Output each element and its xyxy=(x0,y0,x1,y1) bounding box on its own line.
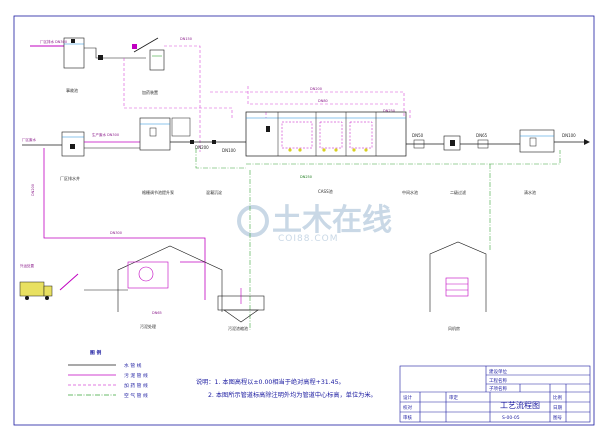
label-coagulation: 混凝沉淀 xyxy=(206,189,222,195)
tb-cell-date: 日期 xyxy=(553,405,562,411)
label-blower: 风机房 xyxy=(448,325,460,331)
label-dn-top: DN150 xyxy=(180,37,192,41)
label-air-dn: DN250 xyxy=(300,175,312,179)
watermark-sub: COI88.COM xyxy=(278,234,338,244)
truck-icon xyxy=(19,281,45,297)
air-line xyxy=(195,148,561,330)
title-block-text: 建设单位 工程名称 子项名称 设计 校对 审核 审定 比例 日期 图号 工艺流程… xyxy=(403,368,562,421)
label-cass: CASS池 xyxy=(318,188,333,194)
label-drain-well: 厂区排水井 xyxy=(60,175,80,181)
tb-cell-approve: 审定 xyxy=(449,394,458,401)
sludge-treatment: 外运处置 污泥处理 DN65 xyxy=(19,245,223,329)
label-dn-sludge-3: DN65 xyxy=(152,311,162,315)
tb-cell-scale: 比例 xyxy=(553,394,562,401)
tb-cell-design: 设计 xyxy=(403,394,412,401)
label-filtration: 二级过滤 xyxy=(450,189,466,195)
tb-cell-no: 图号 xyxy=(553,415,562,421)
title-block xyxy=(399,365,591,423)
accident-pool: 事故池 厂区排水 DN300 xyxy=(30,37,146,93)
label-dn-coag: DN200 xyxy=(195,145,209,150)
label-dn-dosing-3: DN250 xyxy=(383,109,395,113)
legend-label-dosing: 加 药 管 线 xyxy=(124,382,148,389)
tb-row-1: 建设单位 xyxy=(489,368,507,375)
tb-title: 工艺流程图 xyxy=(500,400,540,410)
label-dn-coag-2: DN100 xyxy=(222,148,236,153)
label-dn-dosing-1: DN200 xyxy=(310,87,322,91)
label-truck: 外运处置 xyxy=(20,263,34,268)
tb-row-3: 子项名称 xyxy=(489,385,507,392)
tb-cell-check: 校对 xyxy=(403,404,412,411)
blower-room: 风机房 xyxy=(429,241,487,331)
label-inflow-1: 厂区排水 DN300 xyxy=(40,39,67,44)
label-dosing-device: 加药装置 xyxy=(142,89,158,95)
legend-label-air: 空 气 管 线 xyxy=(124,392,148,399)
legend-title: 图 例 xyxy=(90,349,101,356)
label-grid-tank: 格栅调节池提升泵 xyxy=(142,189,174,195)
legend-label-sludge: 污 泥 管 线 xyxy=(124,372,148,379)
dosing-device: 加药装置 DN150 xyxy=(132,37,201,152)
label-sludge-dn: DN200 xyxy=(31,184,35,196)
tb-row-2: 工程名称 xyxy=(489,377,507,384)
label-sludge-dn-2: DN300 xyxy=(110,231,122,235)
legend-label-water: 水 管 线 xyxy=(124,362,142,369)
sludge-line: DN200 DN300 xyxy=(31,148,206,300)
label-dn-out: DN100 xyxy=(562,133,576,138)
label-dn-mid: DN50 xyxy=(412,133,424,138)
label-accident-pool: 事故池 xyxy=(66,87,78,93)
tb-drawing-no: S-00-05 xyxy=(502,415,520,421)
dosing-lines: DN200 DN80 DN250 xyxy=(123,58,411,118)
watermark-main: 土木在线 xyxy=(272,203,392,238)
label-clear-tank: 清水池 xyxy=(524,189,536,195)
drawing-frame xyxy=(13,15,595,426)
note-1: 说明：1. 本图高程以±0.00相当于绝对高程+31.45。 xyxy=(196,378,345,386)
label-mid-tank: 中间水池 xyxy=(402,189,418,195)
sludge-thickening: 污泥浓缩池 xyxy=(217,288,265,331)
watermark: 土木在线 COI88.COM xyxy=(237,203,392,244)
label-dn-dosing-2: DN80 xyxy=(318,99,328,103)
label-inlet: 厂区废水 xyxy=(22,137,36,142)
main-process: 厂区废水 厂区排水井 生产废水 DN300 格栅调节池提升泵 DN200 DN1… xyxy=(22,111,590,195)
label-inflow-2: 生产废水 DN300 xyxy=(92,132,119,137)
tb-cell-review: 审核 xyxy=(403,414,412,421)
label-dn-filter: DN65 xyxy=(476,133,488,138)
label-sludge-treat: 污泥处理 xyxy=(140,323,156,329)
label-thickening: 污泥浓缩池 xyxy=(228,325,248,331)
legend: 图 例 水 管 线 污 泥 管 线 加 药 管 线 空 气 管 线 xyxy=(68,349,148,399)
note-2: 2. 本图所示管道标高除注明外均为管道中心标高，单位为米。 xyxy=(208,391,377,399)
notes: 说明：1. 本图高程以±0.00相当于绝对高程+31.45。 2. 本图所示管道… xyxy=(196,378,377,399)
